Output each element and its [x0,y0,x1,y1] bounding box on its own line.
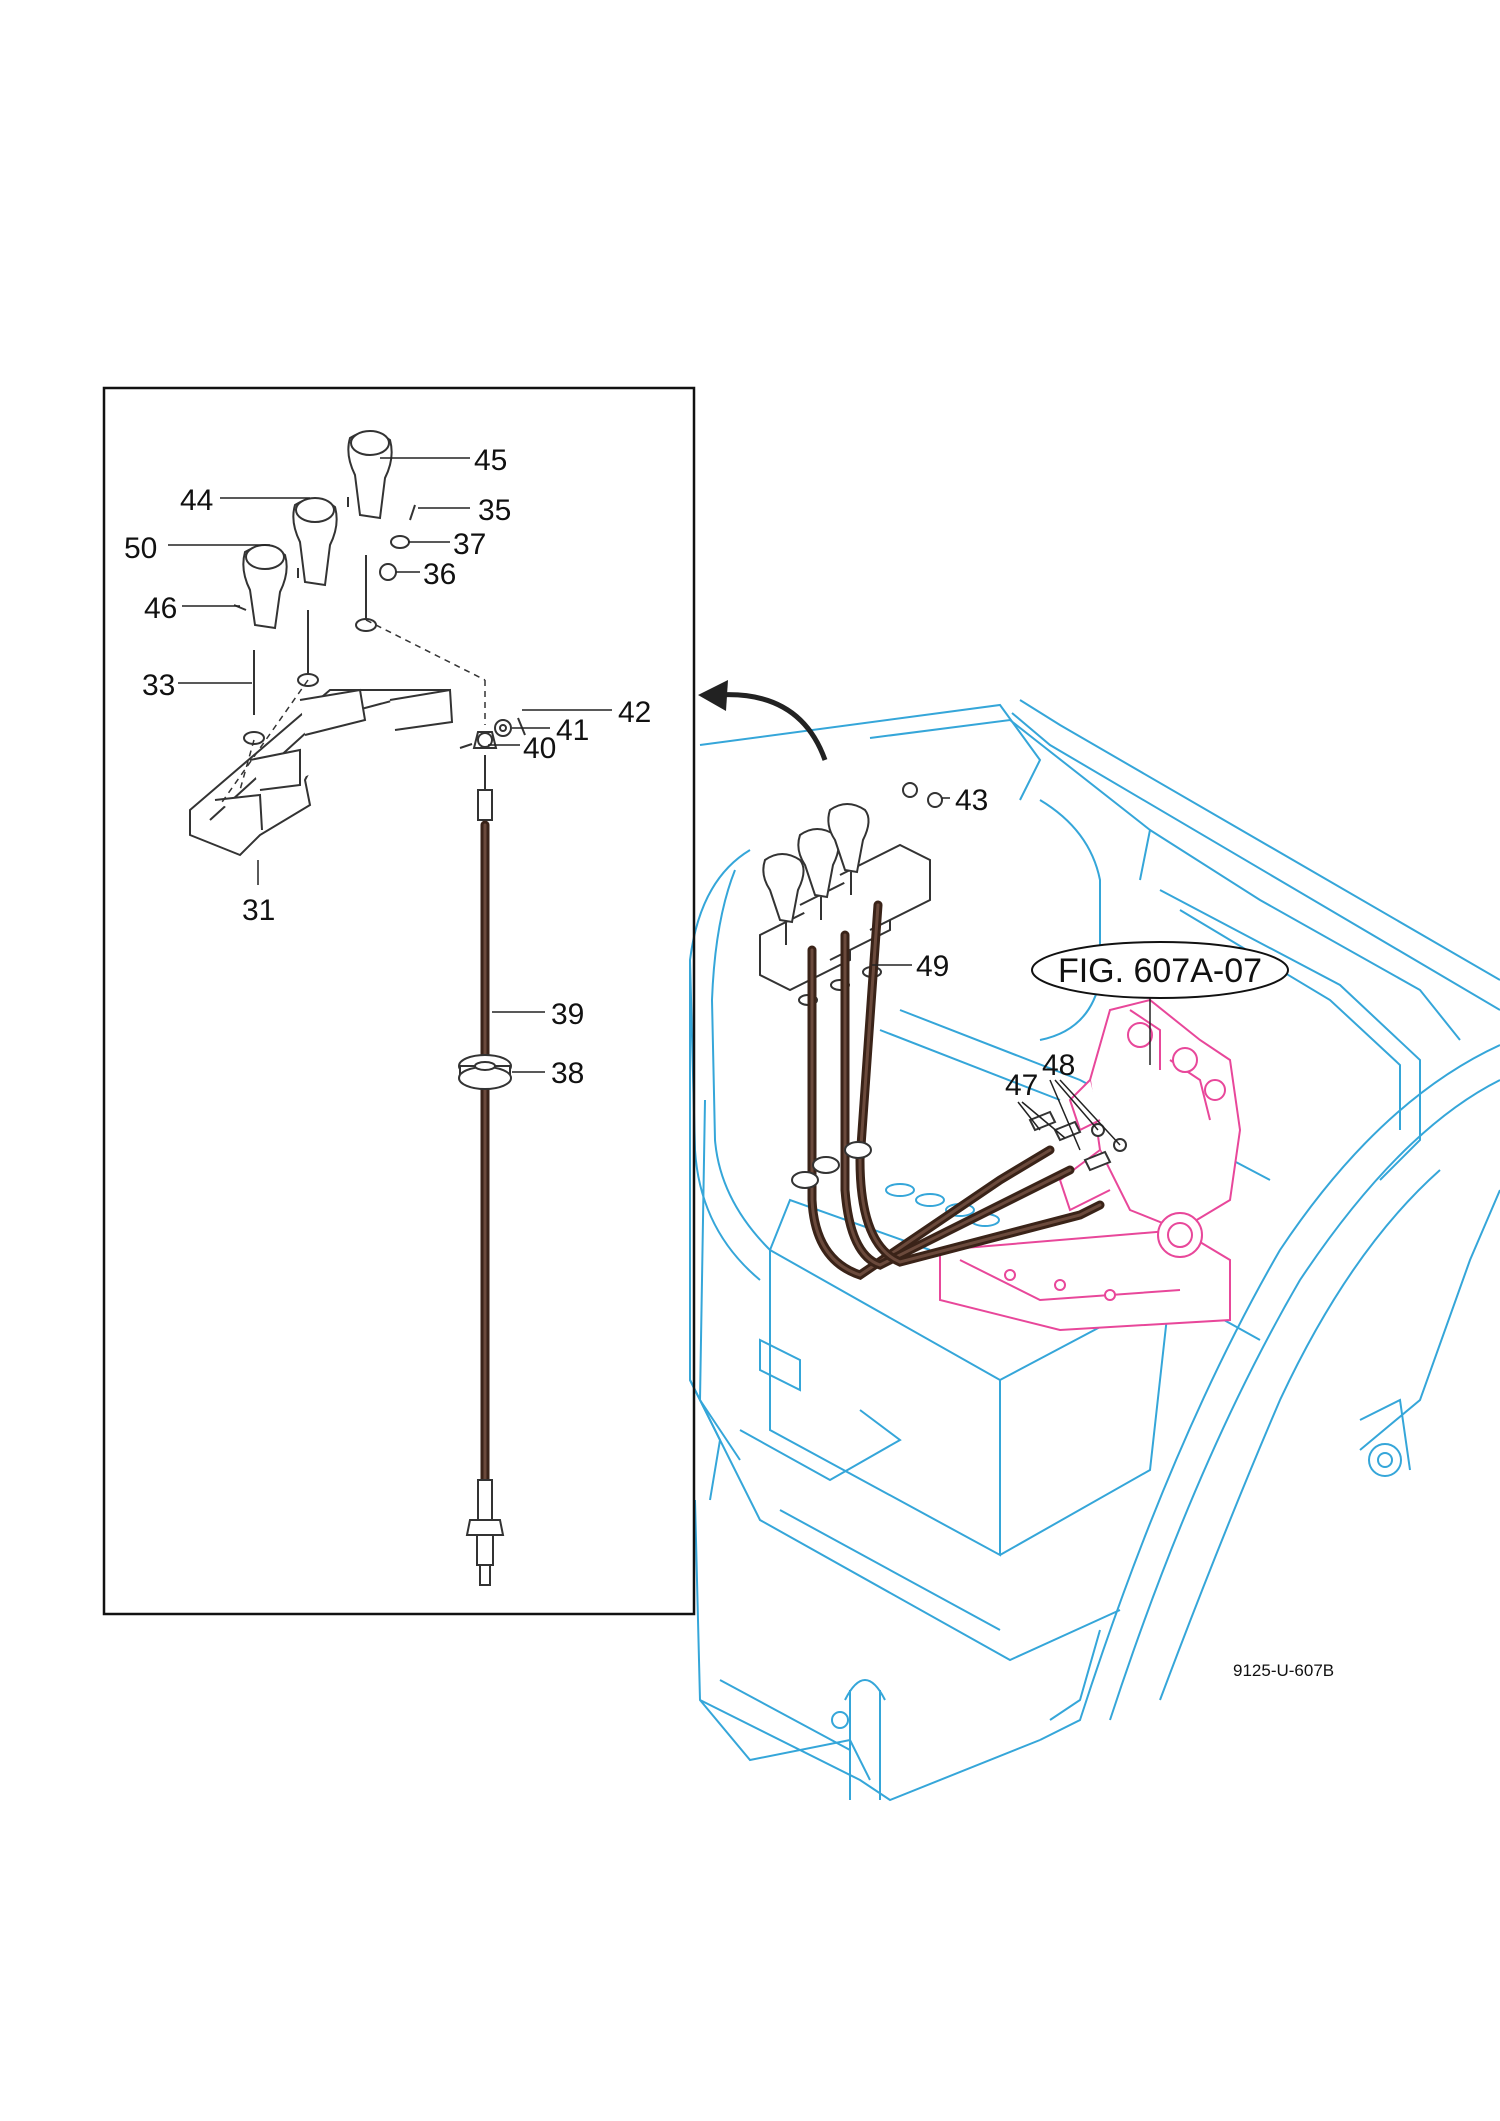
figure-reference-text: FIG. 607A-07 [1058,952,1262,990]
control-valve-illustration [939,998,1242,1332]
callout-39: 39 [551,998,584,1031]
callout-33: 33 [142,669,175,702]
leader-lines [168,457,1151,1151]
callout-42: 42 [618,696,651,729]
drawing-code: 9125-U-607B [1233,1661,1334,1680]
detail-arrow [698,680,828,761]
callout-46: 46 [144,592,177,625]
lever-assembly-exploded [189,430,486,857]
cable-39-exploded [458,717,526,1586]
callout-41: 41 [556,714,589,747]
control-cables-installed [791,900,1105,1280]
callout-44: 44 [180,484,213,517]
callout-labels: 45 44 35 50 37 36 46 33 42 41 40 31 39 3… [124,444,1075,1102]
callout-40: 40 [523,732,556,765]
callout-50: 50 [124,532,157,565]
control-levers-installed [759,782,943,1006]
callout-48: 48 [1042,1049,1075,1082]
callout-47: 47 [1005,1069,1038,1102]
figure-reference: FIG. 607A-07 [1031,941,1289,999]
callout-49: 49 [916,950,949,983]
callout-35: 35 [478,494,511,527]
callout-45: 45 [474,444,507,477]
callout-43: 43 [955,784,988,817]
callout-36: 36 [423,558,456,591]
callout-31: 31 [242,894,275,927]
callout-38: 38 [551,1057,584,1090]
inset-frame [102,386,696,1616]
callout-37: 37 [453,528,486,561]
